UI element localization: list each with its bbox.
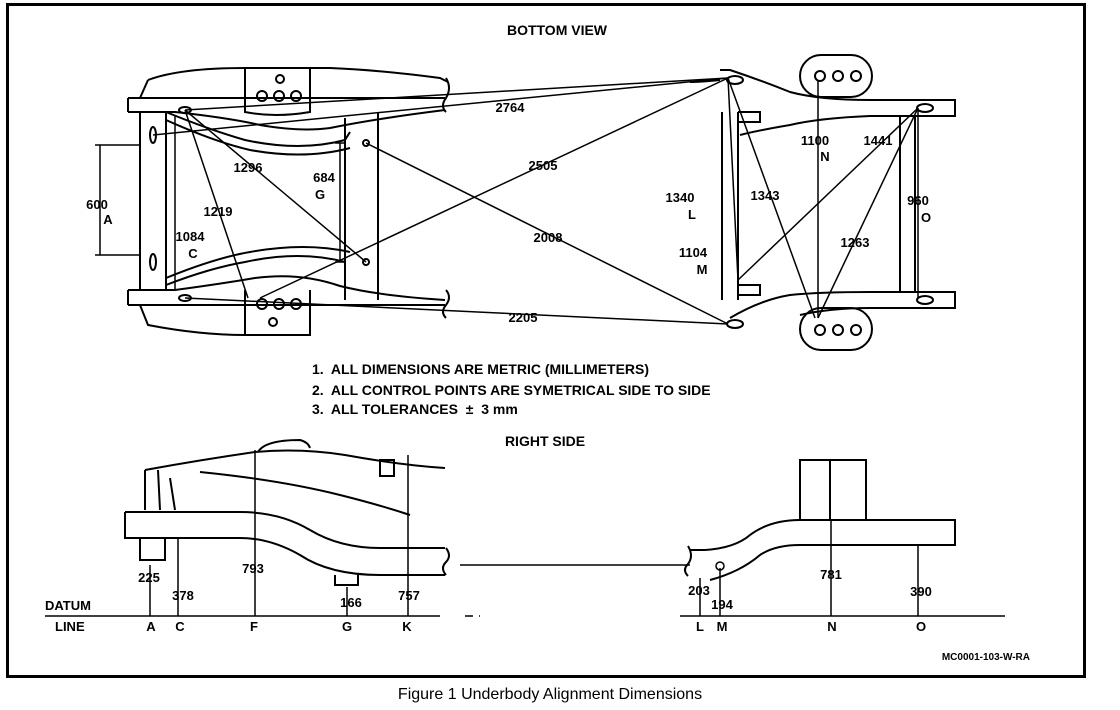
dim-684: 684 [313,170,335,185]
point-c: C [175,619,185,634]
dim-2505: 2505 [529,158,558,173]
height-793: 793 [242,561,264,576]
dimension-lines [95,77,919,325]
height-781: 781 [820,567,842,582]
datum-label: DATUM [45,598,91,613]
notes: 1. ALL DIMENSIONS ARE METRIC (MILLIMETER… [312,361,711,417]
label-l: L [688,207,696,222]
note-2: 2. ALL CONTROL POINTS ARE SYMETRICAL SID… [312,382,711,398]
dim-1441: 1441 [864,133,893,148]
reference-code: MC0001-103-W-RA [942,652,1030,663]
dim-1263: 1263 [841,235,870,250]
point-f: F [250,619,258,634]
point-l: L [696,619,704,634]
dim-960: 960 [907,193,929,208]
dim-1343: 1343 [751,188,780,203]
height-225: 225 [138,570,160,585]
point-k: K [402,619,412,634]
label-n: N [820,149,829,164]
height-203: 203 [688,583,710,598]
right-side-title: RIGHT SIDE [505,433,585,449]
note-1: 1. ALL DIMENSIONS ARE METRIC (MILLIMETER… [312,361,649,377]
right-side-labels: 225 378 793 166 757 203 194 781 390 DATU… [45,561,932,634]
datum-lines [45,450,1005,617]
dim-1340: 1340 [666,190,695,205]
height-757: 757 [398,588,420,603]
label-g: G [315,187,325,202]
mounting-holes [149,70,934,336]
dim-2205: 2205 [509,310,538,325]
height-390: 390 [910,584,932,599]
label-c: C [188,246,198,261]
right-side-frame [124,438,956,586]
dim-1296: 1296 [234,160,263,175]
point-o: O [916,619,926,634]
dim-1084: 1084 [176,229,206,244]
underbody-diagram: BOTTOM VIEW [45,22,1030,663]
dim-1219: 1219 [204,204,233,219]
height-166: 166 [340,595,362,610]
bottom-view-labels: 2764 1296 684 G 2505 600 A 1219 1084 C 2… [86,100,931,325]
label-m: M [697,262,708,277]
line-label: LINE [55,619,85,634]
point-n: N [827,619,836,634]
dim-1100: 1100 [801,133,829,148]
height-194: 194 [711,597,733,612]
label-o: O [921,210,931,225]
dim-2008: 2008 [534,230,563,245]
point-a: A [146,619,156,634]
bottom-view-frame [127,54,956,351]
bottom-view-title: BOTTOM VIEW [507,22,608,38]
figure-frame [6,3,1086,678]
figure-caption: Figure 1 Underbody Alignment Dimensions [397,686,703,703]
note-3: 3. ALL TOLERANCES ± 3 mm [312,401,518,417]
dim-1104: 1104 [679,245,708,260]
label-a: A [103,212,113,227]
point-g: G [342,619,352,634]
height-378: 378 [172,588,194,603]
dim-2764: 2764 [496,100,526,115]
dim-600: 600 [86,197,108,212]
point-m: M [717,619,728,634]
